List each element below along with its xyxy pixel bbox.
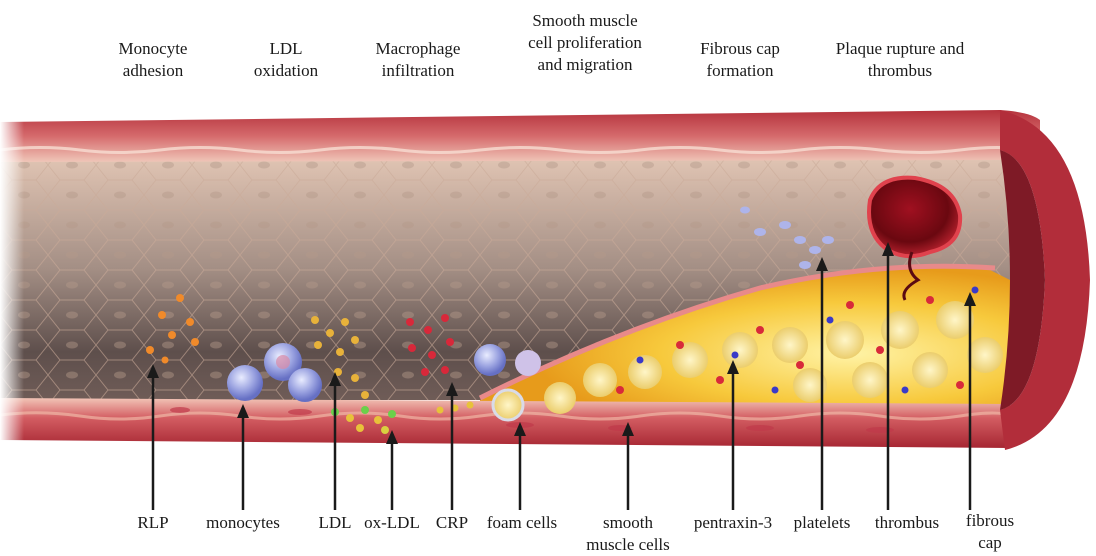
label-thrombus: thrombus [862,512,952,534]
label-smooth-muscle-cells: smooth muscle cells [570,512,686,556]
label-pentraxin-3: pentraxin-3 [680,512,786,534]
label-monocytes: monocytes [186,512,300,534]
label-foam-cells: foam cells [476,512,568,534]
label-platelets: platelets [784,512,860,534]
label-rlp: RLP [118,512,188,534]
label-fibrous-cap: fibrous cap [950,510,1030,554]
label-crp: CRP [422,512,482,534]
label-ox-ldl: ox-LDL [352,512,432,534]
